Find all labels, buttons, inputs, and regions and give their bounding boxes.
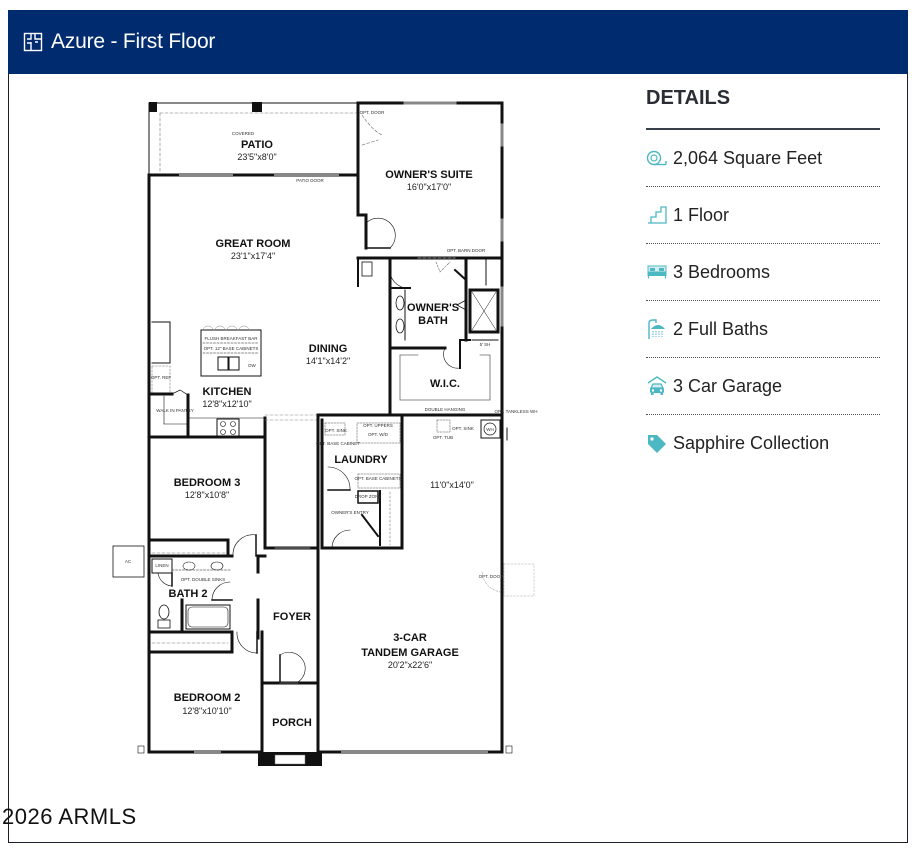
- room-garage-dim: 20'2"x22'6": [388, 660, 432, 670]
- room-bedroom3: BEDROOM 3: [174, 477, 241, 489]
- room-great-room-dim: 23'1"x17'4": [231, 251, 275, 261]
- patio-door-note: PATIO DOOR: [296, 178, 324, 183]
- owners-entry-note: OWNER'S ENTRY: [331, 510, 369, 515]
- copyright-text: 2026 ARMLS: [2, 804, 137, 829]
- opt-base-cabinet-note: OPT. BASE CABINET: [316, 441, 360, 446]
- room-bedroom2: BEDROOM 2: [174, 692, 241, 704]
- details-panel: DETAILS 2,064 Square Feet 1 Floor 3 Bedr…: [646, 82, 880, 472]
- floorplan-card: Azure - First Floor: [8, 10, 908, 843]
- patio-note: COVERED: [232, 131, 255, 136]
- room-garage-2: TANDEM GARAGE: [361, 647, 459, 659]
- room-owners-bath-2: BATH: [418, 315, 448, 327]
- detail-collection: Sapphire Collection: [646, 415, 880, 472]
- floorplan-icon: [23, 32, 43, 52]
- barn-door-note: OPT. BARN DOOR: [447, 248, 486, 253]
- stairs-icon: [646, 205, 668, 225]
- detail-garage: 3 Car Garage: [646, 358, 880, 415]
- dw-note: DW: [248, 363, 256, 368]
- linen-note: LINEN: [155, 563, 168, 568]
- room-foyer: FOYER: [273, 611, 311, 623]
- opt-sink2-note: OPT. SINK: [452, 426, 474, 431]
- opt-uppers-note: OPT. UPPERS: [363, 423, 393, 428]
- floorplan-image: COVERED PATIO 23'5"x8'0" PATIO DOOR OPT.…: [98, 82, 538, 772]
- floorplan-title: Azure - First Floor: [51, 30, 216, 53]
- base-cabinets-note: OPT. 12" BASE CABINETS: [204, 346, 259, 351]
- detail-bedrooms: 3 Bedrooms: [646, 244, 880, 301]
- opt-sink-note: OPT. SINK: [325, 428, 347, 433]
- opt-wd-note: OPT. W/D: [368, 432, 389, 437]
- wh-note: WH: [486, 427, 494, 432]
- room-garage-1: 3-CAR: [393, 632, 427, 644]
- opt-base-cabinets-note: OPT. BASE CABINETS: [354, 476, 401, 481]
- detail-label: 1 Floor: [673, 204, 730, 225]
- double-hanging-note: DOUBLE HANGING: [425, 407, 466, 412]
- room-owners-suite: OWNER'S SUITE: [385, 169, 473, 181]
- detail-baths: 2 Full Baths: [646, 301, 880, 358]
- five-sh-note: 5' SH: [480, 342, 491, 347]
- car-garage-icon: [646, 376, 668, 396]
- breakfast-bar-note: FLUSH BREAKFAST BAR: [205, 336, 259, 341]
- bed-icon: [646, 262, 668, 282]
- room-bedroom2-dim: 12'8"x10'10": [182, 706, 231, 716]
- room-owners-suite-dim: 16'0"x17'0": [407, 182, 451, 192]
- opt-ref-note: OPT. REF: [151, 375, 172, 380]
- shower-icon: [646, 319, 668, 339]
- detail-floors: 1 Floor: [646, 187, 880, 244]
- room-patio-dim: 23'5"x8'0": [237, 152, 276, 162]
- detail-label: 3 Bedrooms: [673, 261, 771, 282]
- opt-door-note: OPT. DOOR: [360, 110, 386, 115]
- ac-note: AC: [125, 559, 132, 564]
- tankless-note: OPT. TANKLESS WH: [494, 409, 537, 414]
- details-divider: [646, 128, 880, 130]
- room-bedroom3-dim: 12'8"x10'8": [185, 490, 229, 500]
- room-dining: DINING: [309, 343, 348, 355]
- room-kitchen: KITCHEN: [203, 386, 252, 398]
- detail-label: 3 Car Garage: [673, 375, 783, 396]
- pantry-note: WALK IN PANTRY: [156, 408, 193, 413]
- details-heading: DETAILS: [646, 87, 731, 109]
- detail-label: 2 Full Baths: [673, 318, 769, 339]
- room-flex-dim: 11'0"x14'0": [430, 480, 474, 490]
- floorplan-header: Azure - First Floor: [8, 10, 908, 74]
- room-laundry: LAUNDRY: [334, 454, 388, 466]
- garage-opt-door-note: OPT. DOOR: [479, 574, 505, 579]
- room-wic: W.I.C.: [430, 378, 460, 390]
- room-great-room: GREAT ROOM: [216, 238, 291, 250]
- detail-label: 2,064 Square Feet: [673, 147, 823, 168]
- room-patio: PATIO: [241, 139, 273, 151]
- detail-square-feet: 2,064 Square Feet: [646, 130, 880, 187]
- detail-label: Sapphire Collection: [673, 433, 830, 453]
- double-sinks-note: OPT. DOUBLE SINKS: [181, 577, 226, 582]
- tag-icon: [646, 434, 668, 454]
- square-feet-icon: [646, 148, 668, 168]
- room-bath2: BATH 2: [169, 588, 208, 600]
- room-porch: PORCH: [272, 717, 312, 729]
- room-owners-bath-1: OWNER'S: [407, 302, 459, 314]
- room-dining-dim: 14'1"x14'2": [306, 356, 350, 366]
- opt-tub-note: OPT. TUB: [433, 435, 453, 440]
- drop-zone-note: DROP ZONE: [355, 494, 382, 499]
- room-kitchen-dim: 12'8"x12'10": [202, 399, 251, 409]
